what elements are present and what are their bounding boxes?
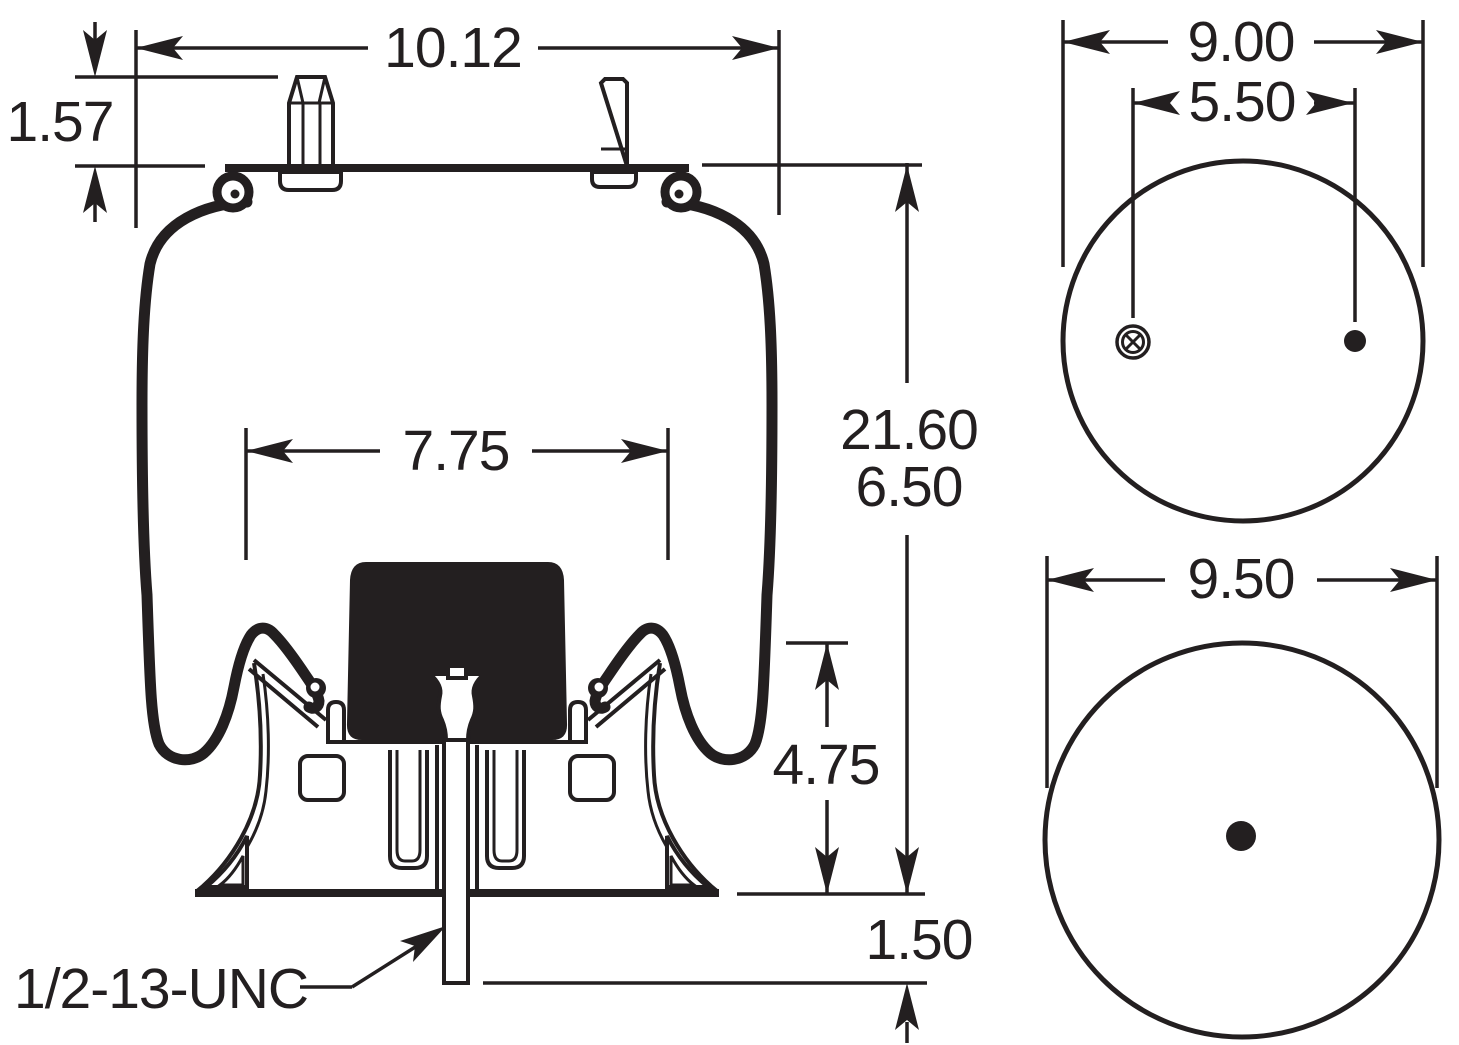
dim-height: 21.60 6.50 [702, 163, 979, 896]
piston-gussets-inner [215, 855, 699, 887]
piston-gussets [200, 835, 714, 889]
dim-piston-height-label: 4.75 [773, 733, 880, 797]
bellows [136, 196, 778, 766]
dimension-annotations: 10.12 1.57 7.75 21.60 6.50 4 [7, 16, 979, 1043]
dim-plate-diameter-label: 9.00 [1188, 10, 1295, 74]
bumper-boss-nub [446, 664, 468, 680]
dim-stud-height: 1.57 [7, 22, 278, 222]
dim-stud-height-label: 1.57 [7, 90, 114, 154]
dim-stud-protrusion-label: 1.50 [866, 908, 973, 972]
dim-overall-width-lines [134, 30, 781, 228]
stud-position-dot [1344, 330, 1366, 352]
dim-stud-protrusion-arrow [895, 983, 919, 1030]
thread-callout: 1/2-13-UNC [14, 926, 446, 1021]
dim-piston-diameter-lines [1045, 556, 1439, 788]
piston-skirt-outer [195, 662, 719, 893]
top-stud-body [598, 77, 629, 167]
center-stud-dot [1226, 821, 1256, 851]
dim-overall-width-label: 10.12 [384, 16, 522, 80]
thread-callout-label: 1/2-13-UNC [14, 957, 308, 1021]
air-fitting-body [287, 75, 335, 168]
dim-piston-height: 4.75 [773, 641, 880, 894]
dim-piston-width-arrows [246, 439, 668, 463]
top-stud-nut [590, 170, 638, 189]
plate-curl-left-dot [230, 189, 240, 199]
dim-stud-spacing-label: 5.50 [1189, 70, 1296, 134]
dim-piston-width: 7.75 [244, 419, 670, 560]
dim-stud-protrusion-lines [483, 981, 927, 1043]
dim-stud-spacing: 5.50 [1131, 70, 1357, 322]
top-plate-assembly [212, 75, 702, 213]
dim-stud-height-arrows [83, 30, 107, 213]
bellows-bead-left-hole [310, 682, 320, 692]
dim-plate-diameter-lines [1061, 20, 1425, 267]
dim-piston-diameter-arrows [1047, 568, 1437, 592]
dim-stud-spacing-lines [1131, 88, 1357, 322]
top-plate-circle [1060, 158, 1426, 524]
air-port-symbol-cross [1124, 333, 1142, 351]
piston-shoulder-notch-left [298, 754, 346, 802]
air-fitting-detail [289, 76, 333, 166]
bumper-center-boss [424, 672, 490, 742]
dim-stud-protrusion: 1.50 [483, 908, 973, 1043]
top-view: 9.00 5.50 [1060, 10, 1426, 524]
thread-callout-leader [300, 942, 421, 989]
dim-height-lines [702, 163, 925, 896]
piston-slots-outer [388, 750, 526, 870]
side-view: 10.12 1.57 7.75 21.60 6.50 4 [7, 16, 979, 1043]
dim-piston-diameter-label: 9.50 [1188, 547, 1295, 611]
bumper-body [346, 562, 568, 740]
dim-overall-width: 10.12 [134, 16, 781, 228]
piston-slots-inner [395, 750, 519, 863]
mounting-stud [442, 736, 470, 985]
plate-curl-right-dot [674, 189, 684, 199]
piston-assembly [195, 658, 719, 985]
piston-shoulder-notch-right [568, 754, 616, 802]
bellows-bead-right-hole [594, 682, 604, 692]
piston-column-walls [435, 745, 479, 889]
bellows-right-wall [589, 196, 778, 766]
top-plate [225, 164, 689, 172]
dim-piston-width-label: 7.75 [403, 419, 510, 483]
dim-piston-width-lines [244, 428, 670, 560]
dim-piston-diameter: 9.50 [1045, 547, 1439, 788]
bellows-left-wall [136, 196, 325, 766]
bottom-view: 9.50 [1042, 547, 1442, 1040]
dim-height-compressed-label: 6.50 [856, 455, 963, 519]
dim-plate-diameter: 9.00 [1061, 10, 1425, 267]
piston-cup-lips [326, 699, 588, 744]
dim-stud-height-lines [75, 22, 278, 222]
dim-height-extended-label: 21.60 [840, 398, 978, 462]
thread-callout-arrow [400, 926, 446, 962]
bumper [346, 562, 568, 742]
air-fitting-flange [278, 170, 343, 192]
piston-flange-edges [247, 658, 667, 729]
